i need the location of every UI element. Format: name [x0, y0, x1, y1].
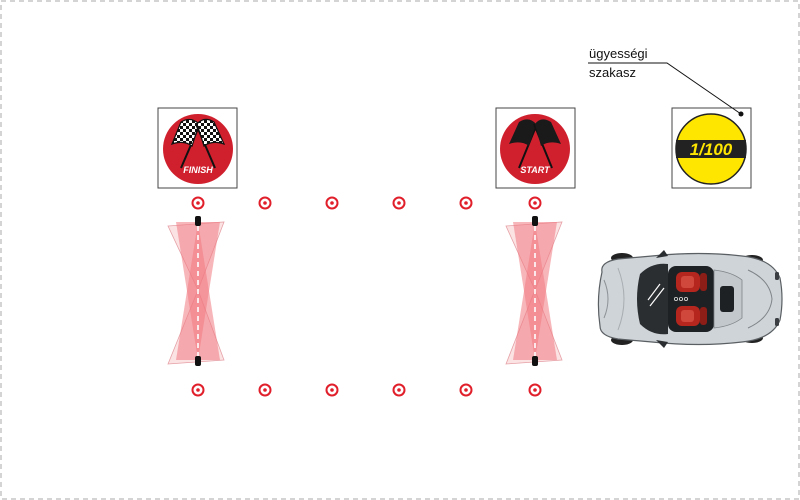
start-label: START	[520, 165, 551, 175]
marker	[528, 196, 542, 210]
skill-sign-label: 1/100	[690, 140, 733, 159]
callout-leader-line	[588, 62, 742, 115]
marker	[325, 383, 339, 397]
callout-line-1: ügyességi	[589, 46, 648, 61]
markers-top-row	[191, 196, 542, 210]
marker	[258, 196, 272, 210]
seat-icon	[676, 272, 707, 292]
marker	[258, 383, 272, 397]
marker	[392, 383, 406, 397]
black-flags-icon	[509, 119, 561, 169]
light-gate-finish	[167, 216, 225, 366]
marker	[392, 196, 406, 210]
checkered-flags-icon	[170, 118, 226, 169]
marker	[191, 383, 205, 397]
callout-line-2: szakasz	[589, 65, 636, 80]
marker	[459, 196, 473, 210]
light-gate-start	[505, 216, 563, 366]
finish-label: FINISH	[183, 165, 213, 175]
markers-bottom-row	[191, 383, 542, 397]
marker	[325, 196, 339, 210]
marker	[191, 196, 205, 210]
skill-section-sign: 1/100	[671, 107, 752, 189]
start-sign: START	[495, 107, 576, 189]
car-top-view	[597, 250, 783, 348]
marker	[459, 383, 473, 397]
finish-sign: FINISH	[157, 107, 238, 189]
seat-icon	[676, 306, 707, 326]
skill-section-callout: ügyességi szakasz	[588, 46, 742, 115]
marker	[528, 383, 542, 397]
